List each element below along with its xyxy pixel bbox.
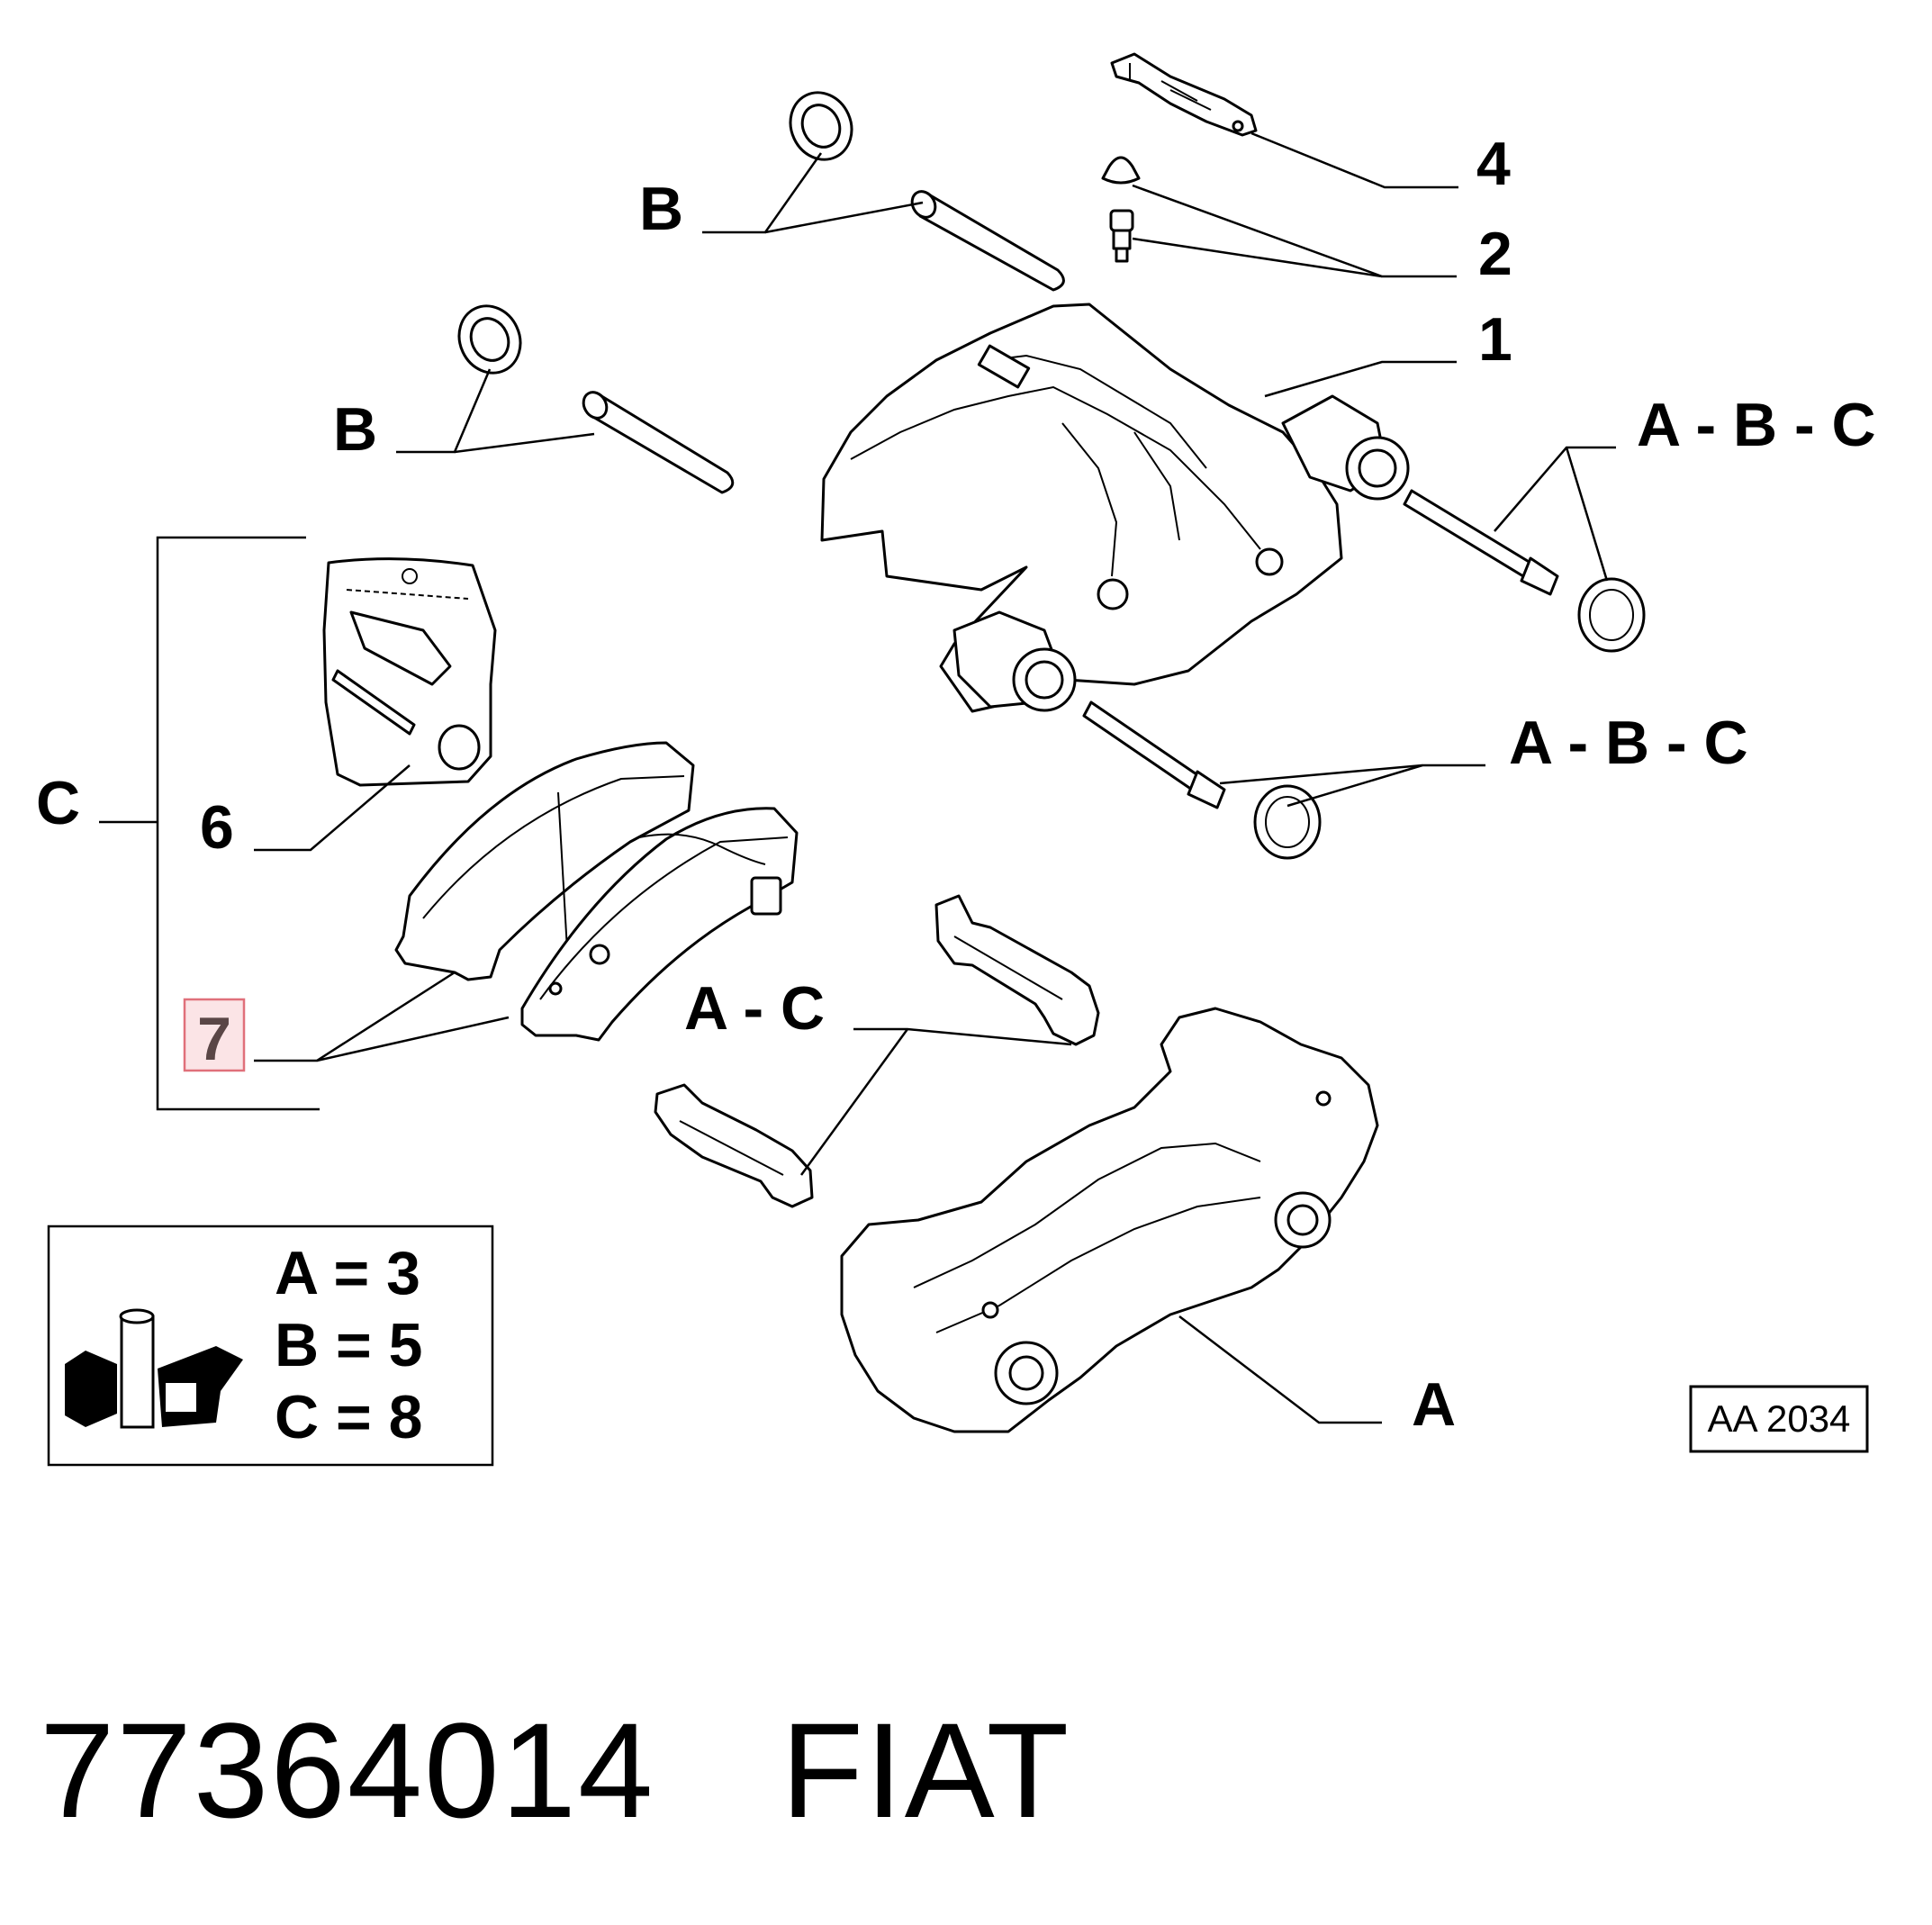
callout-2: 2	[1478, 220, 1512, 288]
guide-pin-lower[interactable]	[579, 388, 735, 494]
callout-b-lower: B	[333, 395, 377, 464]
callout-abc-upper: A - B - C	[1637, 391, 1876, 459]
bleed-screw[interactable]	[1109, 209, 1134, 263]
callout-1: 1	[1478, 305, 1512, 374]
caliper-body[interactable]	[820, 303, 1410, 713]
drawing-code: AA 2034	[1708, 1397, 1851, 1440]
guide-boot-lower[interactable]	[448, 296, 531, 384]
legend-box: A = 3 B = 5 C = 8	[47, 1225, 494, 1467]
leader-lines	[254, 131, 1616, 1424]
dust-cap-upper[interactable]	[1577, 577, 1646, 653]
callout-7-highlight[interactable]: 7	[183, 998, 246, 1073]
callout-b-upper: B	[639, 175, 683, 243]
callout-4: 4	[1476, 130, 1511, 198]
callout-6: 6	[200, 793, 234, 862]
repair-kit-bag[interactable]	[322, 557, 497, 787]
legend-c: C = 8	[275, 1383, 422, 1451]
caliper-bracket[interactable]	[840, 1007, 1379, 1433]
callout-7: 7	[197, 1005, 231, 1073]
dust-cap-lower[interactable]	[1253, 784, 1322, 860]
caliper-bolt-upper[interactable]	[1403, 489, 1559, 596]
callout-abc-lower: A - B - C	[1509, 709, 1748, 777]
anti-rattle-spring-upper[interactable]	[934, 894, 1100, 1046]
caliper-bolt-lower[interactable]	[1082, 700, 1226, 809]
callout-c-group: C	[36, 769, 80, 837]
group-c-bracket	[99, 536, 320, 1111]
legend-a: A = 3	[275, 1239, 420, 1307]
callout-a-bracket: A	[1412, 1370, 1456, 1439]
bleed-cap[interactable]	[1101, 156, 1141, 185]
brake-pad-outer[interactable]	[394, 741, 695, 981]
spring-clip[interactable]	[1110, 52, 1258, 137]
guide-boot-upper[interactable]	[780, 83, 862, 170]
anti-rattle-spring-lower[interactable]	[654, 1083, 814, 1208]
part-number: 77364014	[40, 1695, 655, 1846]
guide-pin-upper[interactable]	[907, 187, 1065, 292]
brake-pad-inner[interactable]	[520, 807, 799, 1042]
legend-b: B = 5	[275, 1311, 422, 1379]
brand-name: FIAT	[781, 1695, 1071, 1846]
footer-caption: 77364014 FIAT	[40, 1693, 1070, 1848]
fiat-parts-logo	[65, 1308, 243, 1429]
drawing-code-box: AA 2034	[1689, 1385, 1869, 1453]
callout-ac: A - C	[684, 974, 825, 1043]
